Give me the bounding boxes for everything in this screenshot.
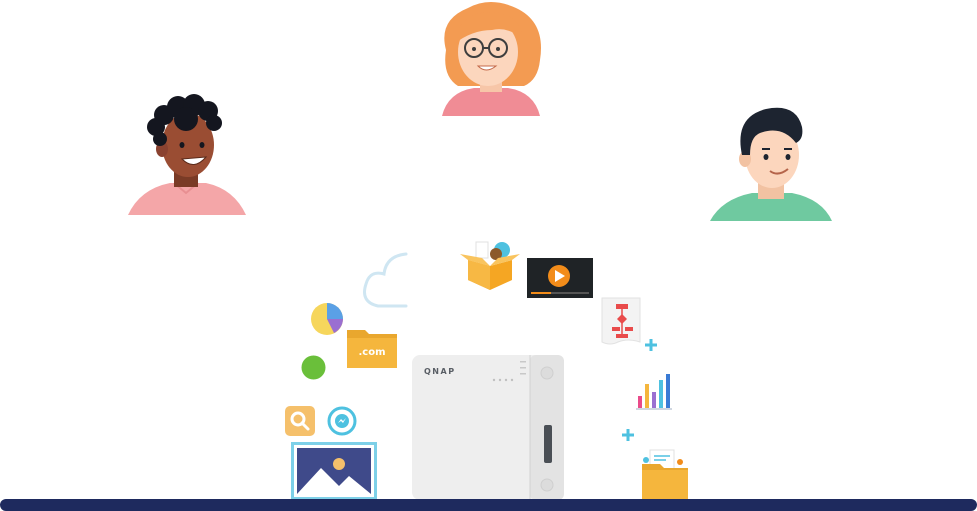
messenger-icon — [327, 406, 357, 436]
plus-icon — [621, 428, 635, 442]
web-folder-icon: .com — [347, 326, 397, 368]
green-dot-icon — [301, 355, 326, 380]
dark-hair-man-avatar-icon — [710, 103, 834, 223]
curly-man-avatar-icon — [126, 93, 248, 217]
documents-folder-icon — [640, 448, 690, 500]
bar-chart-icon — [634, 372, 674, 412]
package-box-icon — [460, 240, 520, 292]
search-app-icon — [285, 406, 315, 436]
video-player-icon — [527, 258, 593, 298]
qnap-nas-device: QNAP — [412, 355, 564, 500]
cloud-icon — [360, 252, 410, 310]
plus-icon — [644, 338, 658, 352]
pie-chart-icon — [310, 302, 344, 336]
nas-brand-logo: QNAP — [424, 367, 456, 376]
woman-avatar-icon — [428, 0, 553, 116]
flowchart-document-icon — [598, 296, 644, 346]
folder-label: .com — [358, 347, 386, 358]
base-bar — [0, 499, 977, 511]
image-icon — [291, 442, 377, 500]
